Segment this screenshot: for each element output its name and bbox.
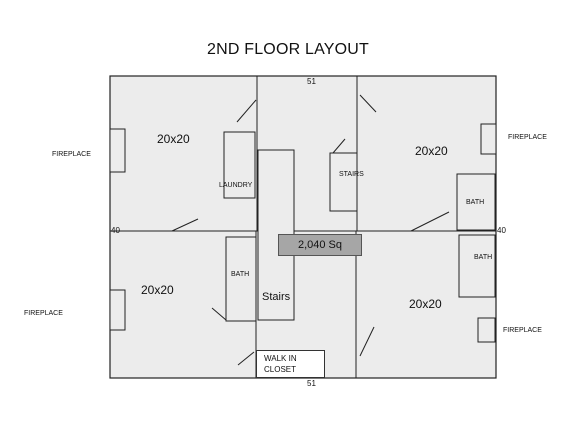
stairs-upper-label: STAIRS: [339, 171, 364, 178]
bath-upper-right-label: BATH: [466, 199, 485, 206]
door-swing: [332, 138, 346, 154]
bath-lower-left-label: BATH: [231, 271, 250, 278]
door-swing: [237, 351, 255, 366]
laundry-room: [223, 131, 256, 199]
stairs-upper-box: [329, 152, 358, 212]
laundry-label: LAUNDRY: [219, 182, 253, 189]
fireplace-right-lower: [477, 317, 496, 343]
fireplace-label-right-upper: FIREPLACE: [508, 134, 547, 141]
door-swing: [211, 307, 227, 321]
door-swing: [359, 326, 375, 357]
room-size-top-right: 20x20: [415, 144, 448, 158]
bath-lower-left: [225, 236, 257, 322]
bath-upper-right: [456, 173, 496, 231]
room-size-bottom-right: 20x20: [409, 297, 442, 311]
dimension-depth-left: 40: [111, 226, 120, 235]
bath-lower-right: [458, 234, 496, 298]
door-swing: [359, 94, 377, 113]
door-swing: [236, 99, 257, 123]
room-size-bottom-left: 20x20: [141, 283, 174, 297]
room-size-top-left: 20x20: [157, 132, 190, 146]
page-title: 2ND FLOOR LAYOUT: [206, 41, 370, 58]
fireplace-label-right-lower: FIREPLACE: [503, 327, 542, 334]
door-swing: [171, 218, 199, 232]
fireplace-label-left-lower: FIREPLACE: [24, 310, 63, 317]
walk-in-closet: WALK IN CLOSET: [256, 350, 325, 378]
dimension-width-top: 51: [307, 77, 316, 86]
total-area-badge: 2,040 Sq: [278, 234, 362, 256]
dimension-width-bottom: 51: [307, 379, 316, 388]
door-swing: [410, 211, 450, 232]
building-outline: [109, 75, 497, 379]
fireplace-right-upper: [480, 123, 497, 155]
fireplace-left-lower: [109, 289, 126, 331]
dimension-depth-right: 40: [497, 226, 506, 235]
bath-lower-right-label: BATH: [474, 254, 493, 261]
stairs-lower-label: Stairs: [262, 291, 291, 303]
fireplace-left-upper: [109, 128, 126, 173]
fireplace-label-left-upper: FIREPLACE: [52, 151, 91, 158]
